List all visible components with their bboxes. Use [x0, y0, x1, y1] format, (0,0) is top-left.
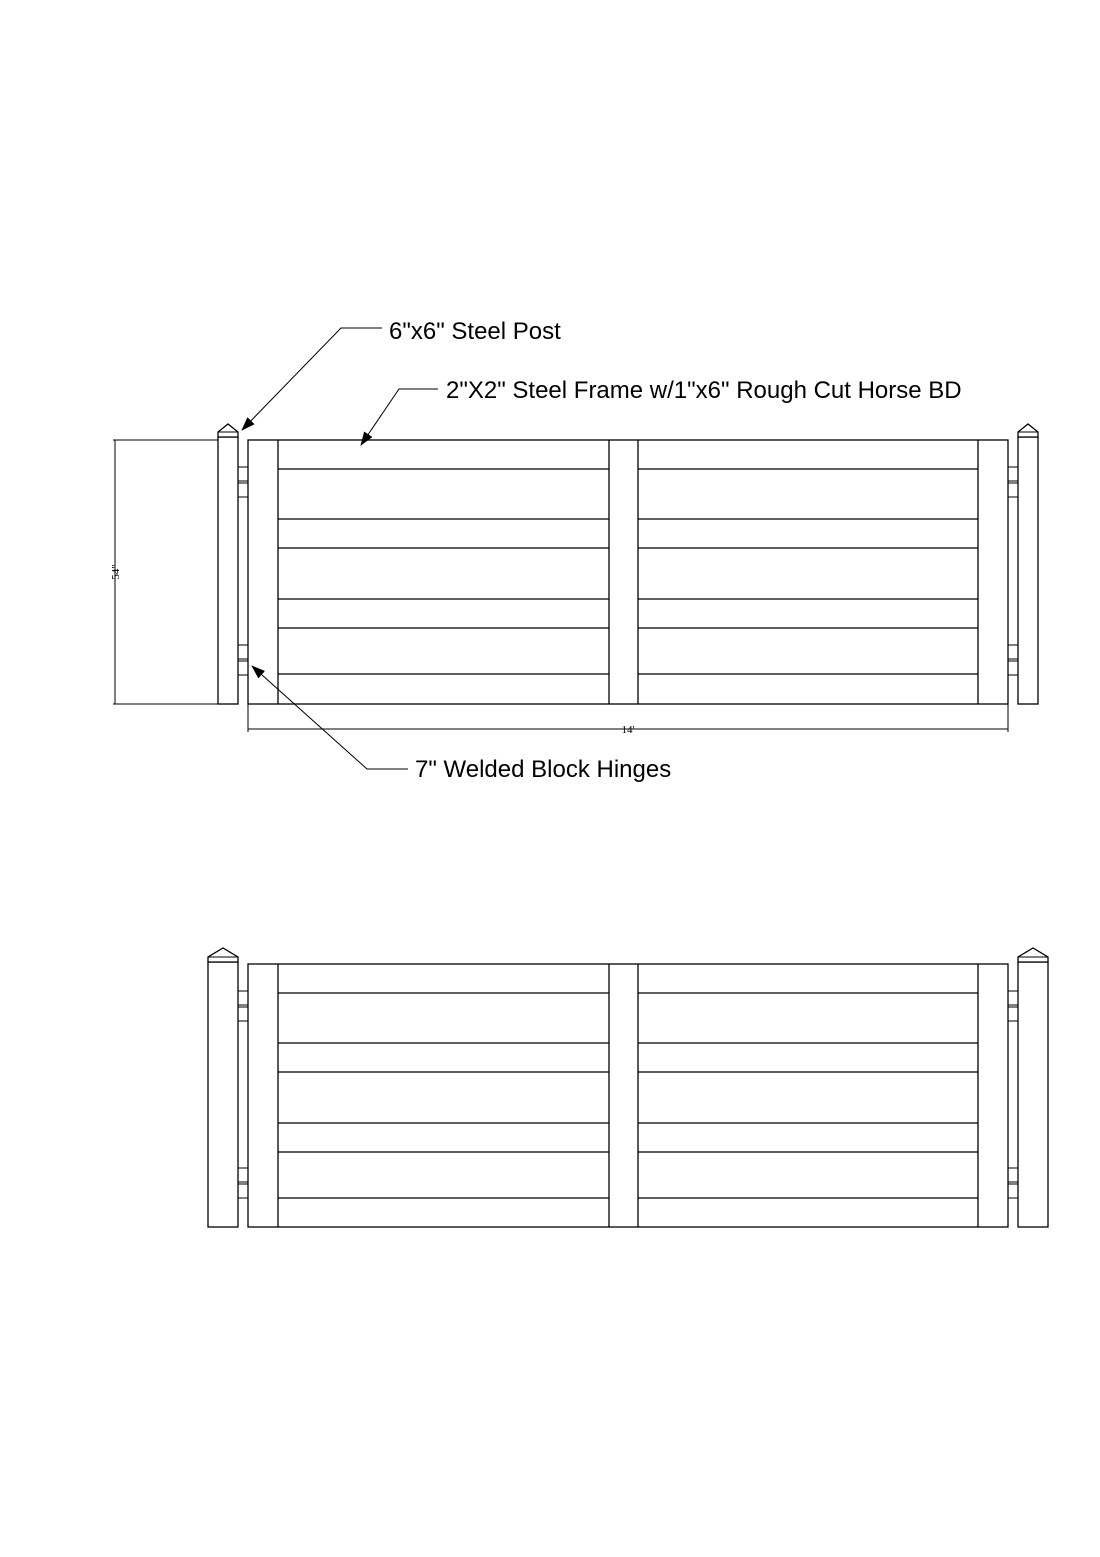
callout-block-hinges-label: 7" Welded Block Hinges — [415, 756, 671, 783]
block-hinges — [237, 990, 1019, 1199]
right-steel-post — [1017, 947, 1049, 1228]
gate-elevation-plain — [207, 947, 1049, 1228]
callout-steel-frame: 2"X2" Steel Frame w/1"x6" Rough Cut Hors… — [360, 377, 962, 446]
left-steel-post — [207, 947, 239, 1228]
callout-steel-post: 6"x6" Steel Post — [241, 318, 561, 431]
gate-elevation-annotated: 54" 14' 6"x6" Steel Post 2"X2" Steel Fra… — [110, 318, 1039, 783]
callout-steel-frame-label: 2"X2" Steel Frame w/1"x6" Rough Cut Hors… — [446, 377, 962, 404]
callout-block-hinges: 7" Welded Block Hinges — [251, 665, 671, 783]
block-hinges — [237, 466, 1019, 676]
horse-boards — [278, 468, 978, 675]
width-dimension: 14' — [247, 704, 1009, 736]
callout-steel-post-label: 6"x6" Steel Post — [389, 318, 561, 345]
gate-frame — [247, 963, 1009, 1228]
left-steel-post — [217, 423, 239, 705]
right-steel-post — [1017, 423, 1039, 705]
height-dimension-label: 54" — [110, 564, 122, 580]
horse-boards — [278, 992, 978, 1199]
width-dimension-label: 14' — [622, 724, 635, 736]
gate-frame — [247, 439, 1009, 705]
height-dimension: 54" — [110, 439, 218, 705]
